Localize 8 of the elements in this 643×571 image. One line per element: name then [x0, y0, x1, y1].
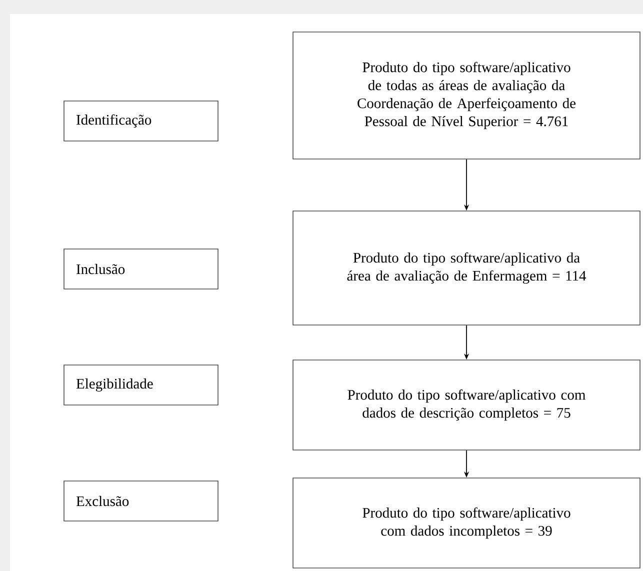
stage-label-box: Exclusão — [64, 480, 218, 522]
process-box: Produto do tipo software/aplicativo com dados de descrição completos = 75 — [292, 360, 640, 450]
process-box: Produto do tipo software/aplicativo de todas as áreas de avaliação da Coordenação de Aperfeiçoamento de Pessoal de Nível Superior = 4.761 — [292, 32, 640, 160]
stage-label-box: Inclusão — [64, 248, 218, 290]
process-box: Produto do tipo software/aplicativo da área de avaliação de Enfermagem = 114 — [292, 210, 640, 326]
stage-label-box: Elegibilidade — [64, 364, 218, 406]
process-box: Produto do tipo software/aplicativo com dados incompletos = 39 — [292, 478, 640, 568]
stage-label-box: Identificação — [64, 100, 218, 142]
